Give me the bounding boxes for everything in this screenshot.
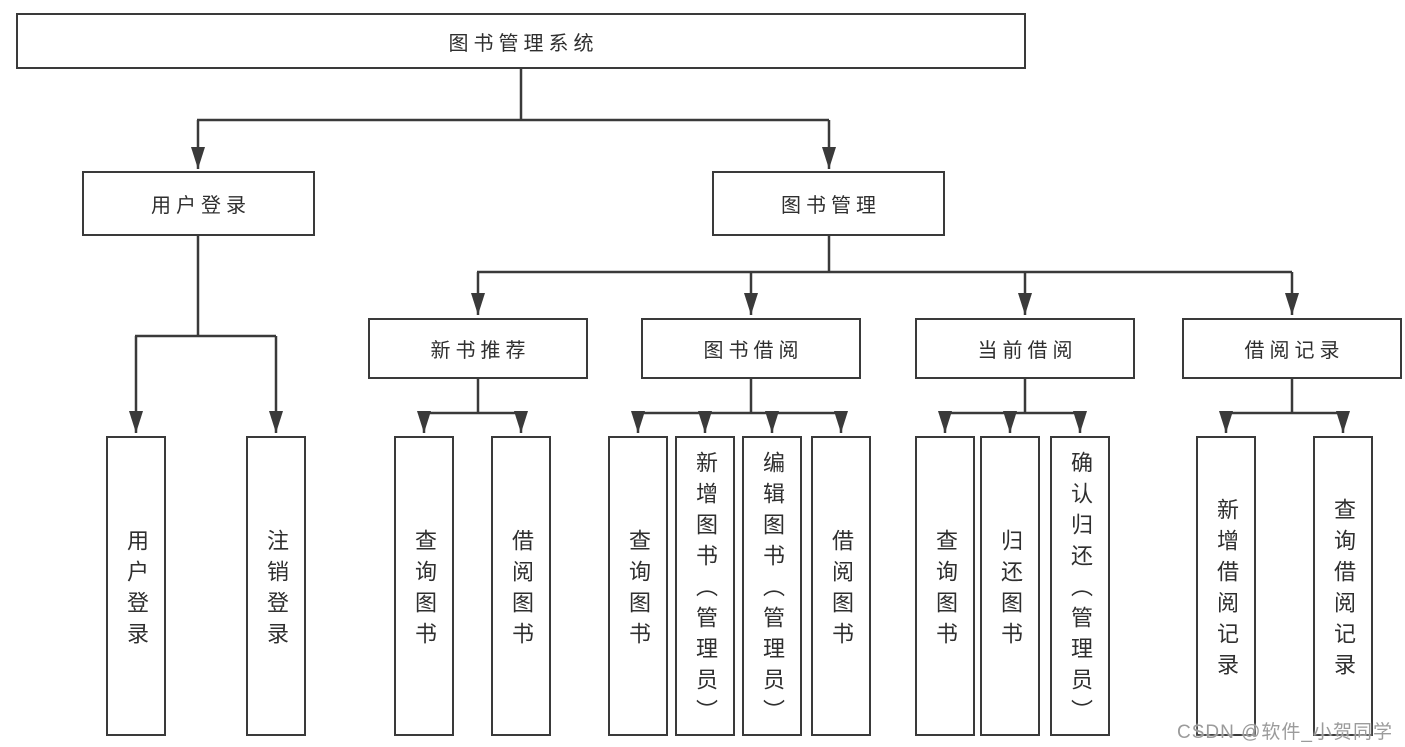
node-user-login: 用户登录	[82, 171, 315, 236]
node-current-borrow: 当前借阅	[915, 318, 1135, 379]
csdn-watermark: CSDN @软件_小贺同学	[1177, 722, 1393, 743]
leaf-query-books-current: 查询图书	[915, 436, 975, 736]
node-root-label: 图书管理系统	[448, 32, 599, 55]
node-book-borrow: 图书借阅	[641, 318, 861, 379]
leaf-add-book-admin: 新增图书（管理员）	[675, 436, 735, 736]
leaf-query-borrow-record: 查询借阅记录	[1313, 436, 1373, 736]
leaf-borrow-books: 借阅图书	[811, 436, 871, 736]
leaf-add-borrow-record: 新增借阅记录	[1196, 436, 1256, 736]
node-borrow-records: 借阅记录	[1182, 318, 1402, 379]
leaf-edit-book-admin: 编辑图书（管理员）	[742, 436, 802, 736]
leaf-query-books-recommend: 查询图书	[394, 436, 454, 736]
node-book-management: 图书管理	[712, 171, 945, 236]
node-new-book-recommend: 新书推荐	[368, 318, 588, 379]
node-new-book-recommend-label: 新书推荐	[430, 340, 531, 362]
node-root: 图书管理系统	[16, 13, 1026, 69]
node-book-management-label: 图书管理	[781, 195, 881, 217]
leaf-query-books-borrow: 查询图书	[608, 436, 668, 736]
node-borrow-records-label: 借阅记录	[1244, 340, 1345, 362]
leaf-user-login: 用户登录	[106, 436, 166, 736]
leaf-borrow-books-recommend: 借阅图书	[491, 436, 551, 736]
node-user-login-label: 用户登录	[151, 195, 251, 217]
node-book-borrow-label: 图书借阅	[703, 340, 804, 362]
leaf-logout: 注销登录	[246, 436, 306, 736]
leaf-confirm-return-admin: 确认归还（管理员）	[1050, 436, 1110, 736]
node-current-borrow-label: 当前借阅	[977, 340, 1078, 362]
leaf-return-books: 归还图书	[980, 436, 1040, 736]
